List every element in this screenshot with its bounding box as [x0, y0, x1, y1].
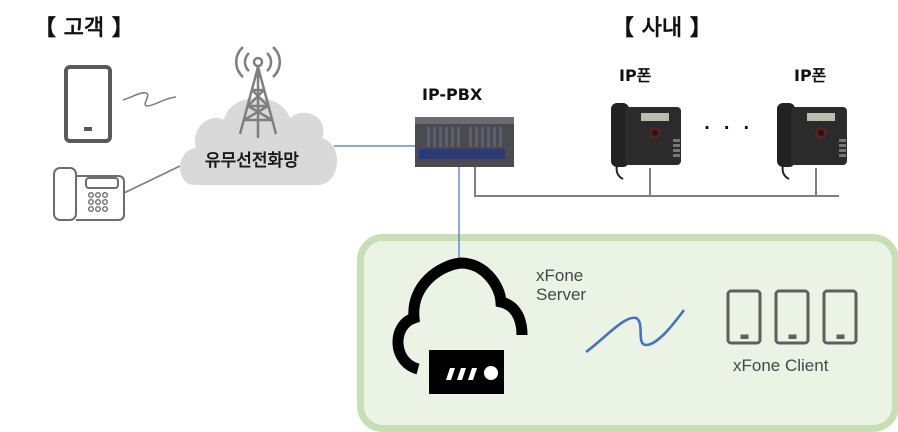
ip-phone-label-2: IP폰 — [794, 66, 827, 85]
mobile-phone-icon — [64, 65, 112, 143]
wireless-link-xfone — [585, 309, 686, 354]
network-cloud-icon — [180, 97, 338, 185]
lan-bus — [474, 167, 839, 197]
xfone-server-label-line2: Server — [536, 285, 587, 304]
mobile-phone-icon — [822, 289, 858, 345]
wireless-link-customer — [122, 92, 177, 107]
customer-section-title: 【 고객 】 — [34, 16, 134, 41]
internal-section-title: 【 사내 】 — [612, 16, 712, 41]
radio-tower-icon — [234, 46, 282, 138]
xfone-server-label-line1: xFone — [536, 266, 584, 285]
mobile-phone-icon — [726, 289, 762, 345]
more-phones-ellipsis: · · · — [704, 118, 754, 137]
pbx-label: IP-PBX — [422, 85, 483, 104]
pbx-rack-icon — [415, 117, 514, 167]
cloud-server-icon — [392, 257, 528, 394]
ip-desk-phone-icon — [611, 103, 681, 180]
xfone-client-label: xFone Client — [733, 356, 829, 375]
wired-link-customer — [123, 165, 181, 194]
xfone-server-label: xFone Server — [536, 266, 586, 304]
network-cloud-label: 유무선전화망 — [205, 151, 299, 171]
ip-desk-phone-icon — [777, 103, 847, 180]
mobile-phone-icon — [774, 289, 810, 345]
ip-phone-label-1: IP폰 — [619, 66, 652, 85]
desk-phone-icon — [53, 167, 125, 221]
